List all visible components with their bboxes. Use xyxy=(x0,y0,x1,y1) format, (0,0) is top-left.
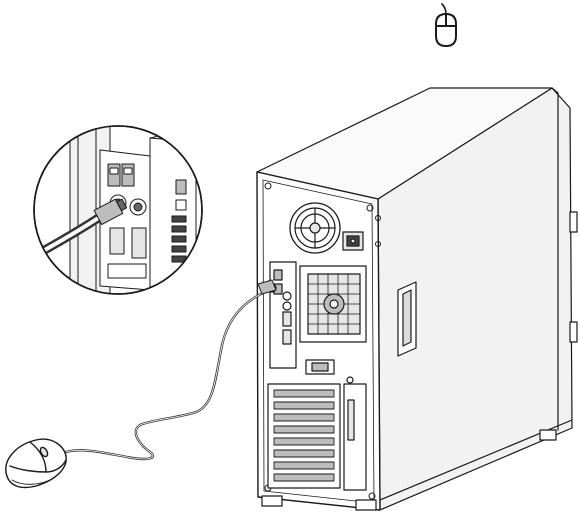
case-fan xyxy=(300,266,366,342)
rear-io-panel xyxy=(270,262,296,368)
mouse-cable xyxy=(66,290,270,459)
side-handle xyxy=(398,282,416,356)
mouse-icon xyxy=(436,4,456,46)
magnified-callout xyxy=(34,120,202,300)
expansion-slots xyxy=(268,384,340,488)
psu-fan xyxy=(290,203,340,253)
mouse xyxy=(6,439,66,487)
computer-tower xyxy=(257,88,577,510)
power-socket xyxy=(343,232,363,250)
